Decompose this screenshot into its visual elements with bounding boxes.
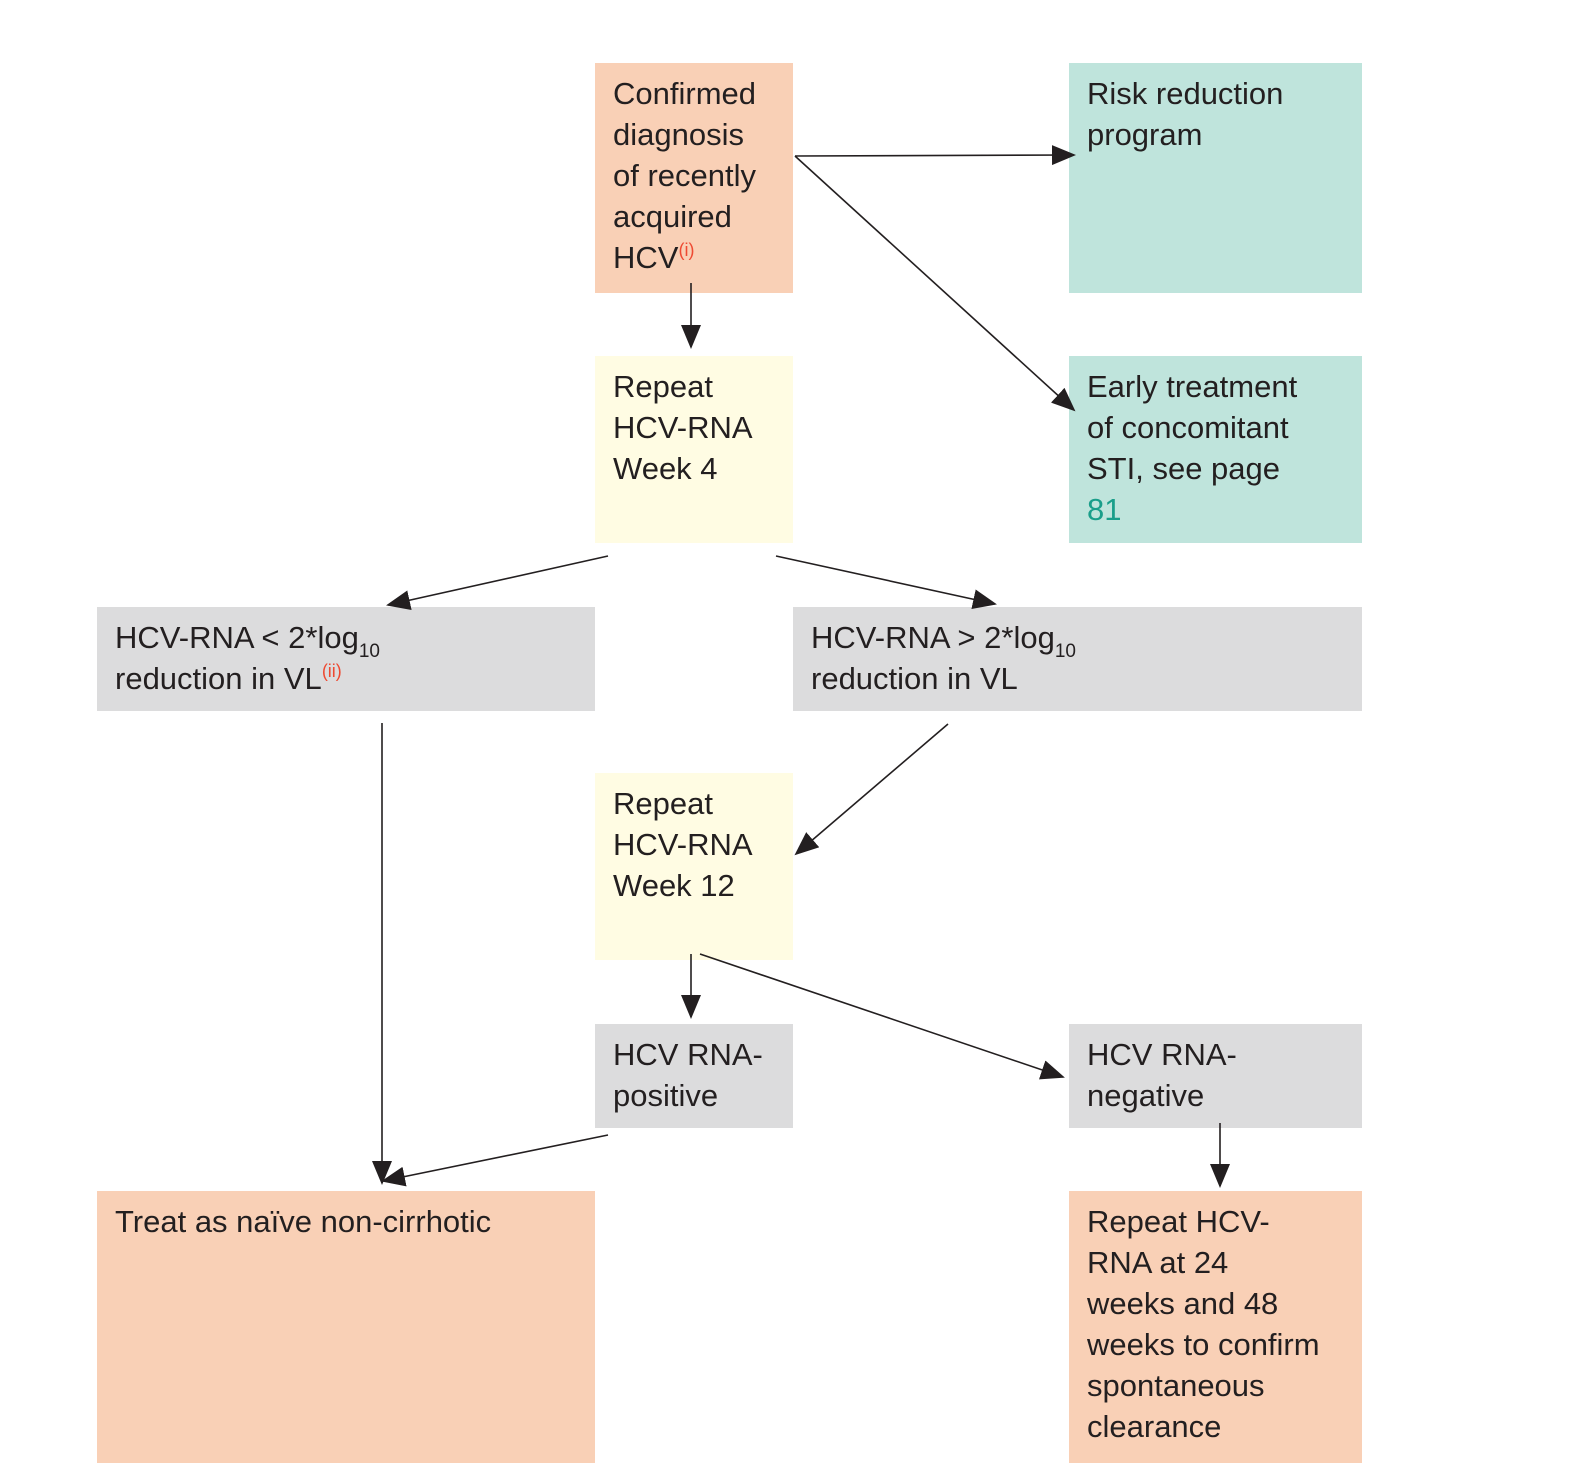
node-text-line: HCV-RNA < 2*log10 xyxy=(115,617,577,661)
node-text-line: Confirmed xyxy=(613,76,756,111)
node-risk-reduction: Risk reduction program xyxy=(1069,63,1362,293)
node-less-than-2log-reduction: HCV-RNA < 2*log10 reduction in VL(ii) xyxy=(97,607,595,711)
node-text-line: Repeat HCV- xyxy=(1087,1204,1270,1239)
node-text-line: of recently xyxy=(613,158,757,193)
subscript-text: 10 xyxy=(358,641,380,662)
arrow-week-4-to-greater-reduction xyxy=(775,555,997,610)
node-text-line: RNA at 24 xyxy=(1087,1245,1229,1280)
node-text-line: HCV RNA- xyxy=(613,1037,763,1072)
node-text-line: positive xyxy=(613,1078,719,1113)
node-repeat-week-12: Repeat HCV-RNA Week 12 xyxy=(595,773,793,960)
node-text-line: weeks to confirm xyxy=(1087,1327,1320,1362)
node-repeat-week-4: Repeat HCV-RNA Week 4 xyxy=(595,356,793,543)
node-text-line: program xyxy=(1087,117,1203,152)
arrow-confirmed-to-early-treatment xyxy=(794,155,1076,412)
node-text-line: HCV(i) xyxy=(613,237,775,278)
node-text-line: of concomitant xyxy=(1087,410,1289,445)
page-reference-link[interactable]: 81 xyxy=(1087,492,1122,527)
node-text-line: reduction in VL xyxy=(811,661,1018,696)
node-text-line: STI, see page xyxy=(1087,451,1281,486)
footnote-ref-link[interactable]: (i) xyxy=(678,240,695,260)
node-rna-negative: HCV RNA- negative xyxy=(1069,1024,1362,1128)
node-rna-positive: HCV RNA- positive xyxy=(595,1024,793,1128)
node-text: HCV xyxy=(613,240,679,275)
arrow-week-4-to-less-reduction xyxy=(386,555,609,610)
node-text-line: acquired xyxy=(613,199,732,234)
node-text-line: spontaneous xyxy=(1087,1368,1265,1403)
node-text-line: weeks and 48 xyxy=(1087,1286,1279,1321)
node-repeat-24-48-weeks: Repeat HCV- RNA at 24 weeks and 48 weeks… xyxy=(1069,1191,1362,1463)
node-text-line: Treat as naïve non-cirrhotic xyxy=(115,1204,492,1239)
arrow-confirmed-to-risk-reduction xyxy=(794,145,1076,166)
node-text-line: Early treatment xyxy=(1087,369,1298,404)
node-text-line: reduction in VL(ii) xyxy=(115,658,577,699)
arrow-positive-to-treat-naive xyxy=(381,1134,609,1187)
node-confirmed-diagnosis: Confirmed diagnosis of recently acquired… xyxy=(595,63,793,293)
footnote-ref-link[interactable]: (ii) xyxy=(321,661,342,681)
node-text-line: clearance xyxy=(1087,1409,1222,1444)
node-text-line: Week 12 xyxy=(613,868,735,903)
node-text: HCV-RNA > 2*log xyxy=(811,620,1055,655)
node-text-line: HCV-RNA > 2*log10 xyxy=(811,617,1344,661)
node-treat-naive: Treat as naïve non-cirrhotic xyxy=(97,1191,595,1463)
node-text-line: HCV-RNA xyxy=(613,410,753,445)
node-early-treatment-sti: Early treatment of concomitant STI, see … xyxy=(1069,356,1362,543)
node-text-line: Risk reduction xyxy=(1087,76,1284,111)
arrow-greater-reduction-to-week-12 xyxy=(794,723,949,856)
node-text-line: Repeat xyxy=(613,369,713,404)
subscript-text: 10 xyxy=(1054,641,1076,662)
node-text-line: Repeat xyxy=(613,786,713,821)
node-text-line: diagnosis xyxy=(613,117,744,152)
node-text-line: negative xyxy=(1087,1078,1205,1113)
node-text-line: HCV-RNA xyxy=(613,827,753,862)
node-text-line: HCV RNA- xyxy=(1087,1037,1237,1072)
node-greater-than-2log-reduction: HCV-RNA > 2*log10 reduction in VL xyxy=(793,607,1362,711)
node-text: HCV-RNA < 2*log xyxy=(115,620,359,655)
node-text: reduction in VL xyxy=(115,661,322,696)
node-text-line: Week 4 xyxy=(613,451,718,486)
